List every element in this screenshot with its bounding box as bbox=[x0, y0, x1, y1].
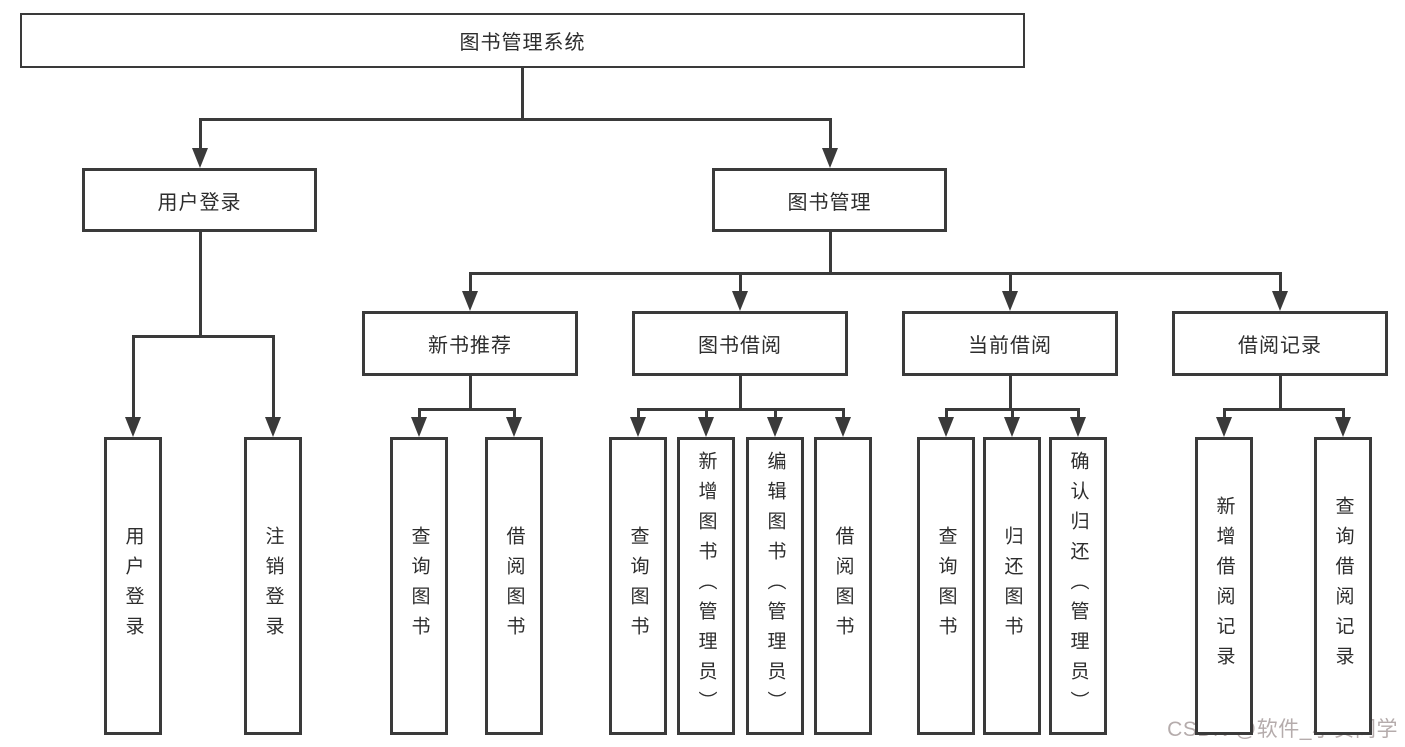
arrow-down-icon bbox=[1335, 417, 1351, 437]
connector-line bbox=[636, 408, 640, 417]
node-label: 图书管理系统 bbox=[459, 32, 586, 54]
node-leaf-query-borrow-record: 查询借阅记录 bbox=[1314, 437, 1372, 735]
node-root-system: 图书管理系统 bbox=[20, 13, 1025, 68]
connector-line bbox=[1008, 272, 1012, 291]
node-label: 确认归还（管理员） bbox=[1067, 451, 1089, 721]
node-leaf-query-books-1: 查询图书 bbox=[390, 437, 448, 735]
connector-line bbox=[1341, 408, 1345, 417]
connector-bar bbox=[417, 408, 516, 411]
connector-stem bbox=[1278, 376, 1282, 411]
connector-line bbox=[828, 118, 832, 148]
arrow-down-icon bbox=[835, 417, 851, 437]
node-borrow-records: 借阅记录 bbox=[1172, 311, 1388, 376]
connector-line bbox=[944, 408, 948, 417]
node-leaf-confirm-return-admin: 确认归还（管理员） bbox=[1049, 437, 1107, 735]
arrow-down-icon bbox=[506, 417, 522, 437]
node-label: 查询图书 bbox=[935, 526, 957, 646]
node-leaf-query-books-3: 查询图书 bbox=[917, 437, 975, 735]
node-book-management: 图书管理 bbox=[712, 168, 947, 232]
arrow-down-icon bbox=[192, 148, 208, 168]
node-label: 查询图书 bbox=[408, 526, 430, 646]
arrow-down-icon bbox=[1002, 291, 1018, 311]
connector-stem bbox=[468, 376, 472, 411]
connector-line bbox=[417, 408, 421, 417]
arrow-down-icon bbox=[938, 417, 954, 437]
arrow-down-icon bbox=[1070, 417, 1086, 437]
connector-line bbox=[512, 408, 516, 417]
node-label: 归还图书 bbox=[1001, 526, 1023, 646]
node-current-borrowing: 当前借阅 bbox=[902, 311, 1118, 376]
node-label: 图书管理 bbox=[787, 191, 872, 214]
node-book-borrowing: 图书借阅 bbox=[632, 311, 848, 376]
node-leaf-add-borrow-record: 新增借阅记录 bbox=[1195, 437, 1253, 735]
connector-line bbox=[1076, 408, 1080, 417]
node-label: 借阅记录 bbox=[1238, 335, 1322, 357]
connector-stem bbox=[1008, 376, 1012, 411]
connector-stem bbox=[738, 376, 742, 411]
connector-stem bbox=[198, 232, 202, 338]
node-label: 当前借阅 bbox=[968, 335, 1052, 357]
node-label: 用户登录 bbox=[157, 191, 242, 214]
arrow-down-icon bbox=[1216, 417, 1232, 437]
connector-line bbox=[738, 272, 742, 291]
node-label: 借阅图书 bbox=[832, 526, 854, 646]
connector-line bbox=[1278, 272, 1282, 291]
connector-line bbox=[271, 335, 275, 417]
connector-line bbox=[1222, 408, 1226, 417]
node-label: 查询借阅记录 bbox=[1332, 496, 1354, 676]
arrow-down-icon bbox=[732, 291, 748, 311]
node-label: 注销登录 bbox=[262, 526, 284, 646]
arrow-down-icon bbox=[698, 417, 714, 437]
node-label: 图书借阅 bbox=[698, 335, 782, 357]
node-label: 新增借阅记录 bbox=[1213, 496, 1235, 676]
connector-stem bbox=[828, 232, 832, 275]
connector-stem bbox=[520, 68, 524, 121]
connector-line bbox=[198, 118, 202, 148]
arrow-down-icon bbox=[767, 417, 783, 437]
node-leaf-borrow-books-2: 借阅图书 bbox=[814, 437, 872, 735]
connector-bar bbox=[468, 272, 1282, 275]
arrow-down-icon bbox=[265, 417, 281, 437]
connector-line bbox=[131, 335, 135, 417]
node-label: 编辑图书（管理员） bbox=[764, 451, 786, 721]
connector-bar bbox=[198, 118, 832, 121]
arrow-down-icon bbox=[1272, 291, 1288, 311]
arrow-down-icon bbox=[822, 148, 838, 168]
node-label: 借阅图书 bbox=[503, 526, 525, 646]
node-leaf-borrow-books-1: 借阅图书 bbox=[485, 437, 543, 735]
node-user-login: 用户登录 bbox=[82, 168, 317, 232]
arrow-down-icon bbox=[630, 417, 646, 437]
node-leaf-query-books-2: 查询图书 bbox=[609, 437, 667, 735]
node-label: 用户登录 bbox=[122, 526, 144, 646]
node-leaf-logout: 注销登录 bbox=[244, 437, 302, 735]
node-new-book-recommend: 新书推荐 bbox=[362, 311, 578, 376]
connector-bar bbox=[1222, 408, 1345, 411]
connector-bar bbox=[131, 335, 275, 338]
node-leaf-user-login: 用户登录 bbox=[104, 437, 162, 735]
node-label: 新书推荐 bbox=[428, 335, 512, 357]
connector-line bbox=[704, 408, 708, 417]
node-label: 新增图书（管理员） bbox=[695, 451, 717, 721]
connector-line bbox=[468, 272, 472, 291]
node-label: 查询图书 bbox=[627, 526, 649, 646]
arrow-down-icon bbox=[125, 417, 141, 437]
arrow-down-icon bbox=[1004, 417, 1020, 437]
connector-line bbox=[773, 408, 777, 417]
connector-bar bbox=[636, 408, 845, 411]
node-leaf-add-books-admin: 新增图书（管理员） bbox=[677, 437, 735, 735]
node-leaf-edit-books-admin: 编辑图书（管理员） bbox=[746, 437, 804, 735]
arrow-down-icon bbox=[411, 417, 427, 437]
connector-line bbox=[841, 408, 845, 417]
connector-line bbox=[1010, 408, 1014, 417]
node-leaf-return-books: 归还图书 bbox=[983, 437, 1041, 735]
arrow-down-icon bbox=[462, 291, 478, 311]
